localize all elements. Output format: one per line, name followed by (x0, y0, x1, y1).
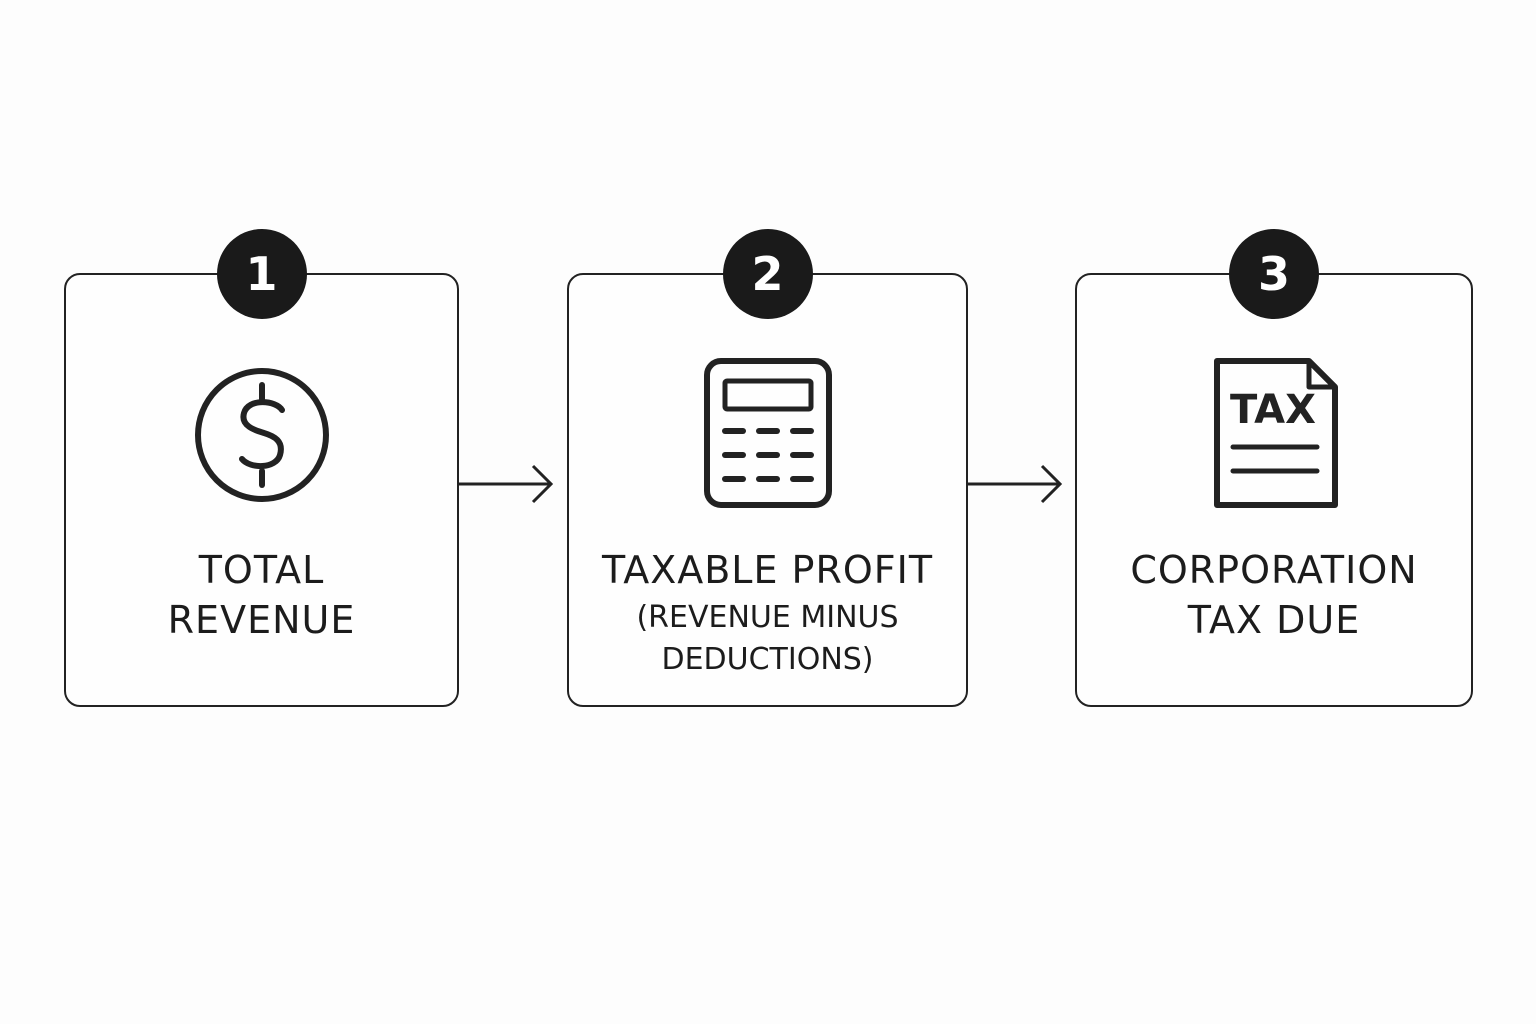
step-2-badge: 2 (722, 229, 813, 319)
dollar-circle-icon (194, 368, 329, 502)
tax-document-label: TAX (1230, 387, 1316, 433)
arrow-right-icon (459, 464, 554, 504)
step-1-title: TOTAL REVENUE (167, 548, 356, 642)
tax-document-icon: TAX (1214, 358, 1338, 508)
step-2-box: 2 TAXABLE PROFIT (REVENUE MINUS DEDUCTIO… (567, 229, 968, 707)
step-2-subtitle: (REVENUE MINUS DEDUCTIONS) (636, 600, 899, 677)
arrow-right-icon (968, 464, 1063, 504)
step-1-badge: 1 (216, 229, 307, 319)
step-1-box: 1 TOTAL REVENUE (64, 229, 459, 707)
step-2-title: TAXABLE PROFIT (601, 548, 934, 592)
step-3-title: CORPORATION TAX DUE (1130, 548, 1418, 642)
step-3-badge: 3 (1229, 229, 1319, 319)
step-3-box: 3 TAX CORPORATION TAX DUE (1075, 229, 1473, 707)
calculator-icon (703, 358, 832, 508)
